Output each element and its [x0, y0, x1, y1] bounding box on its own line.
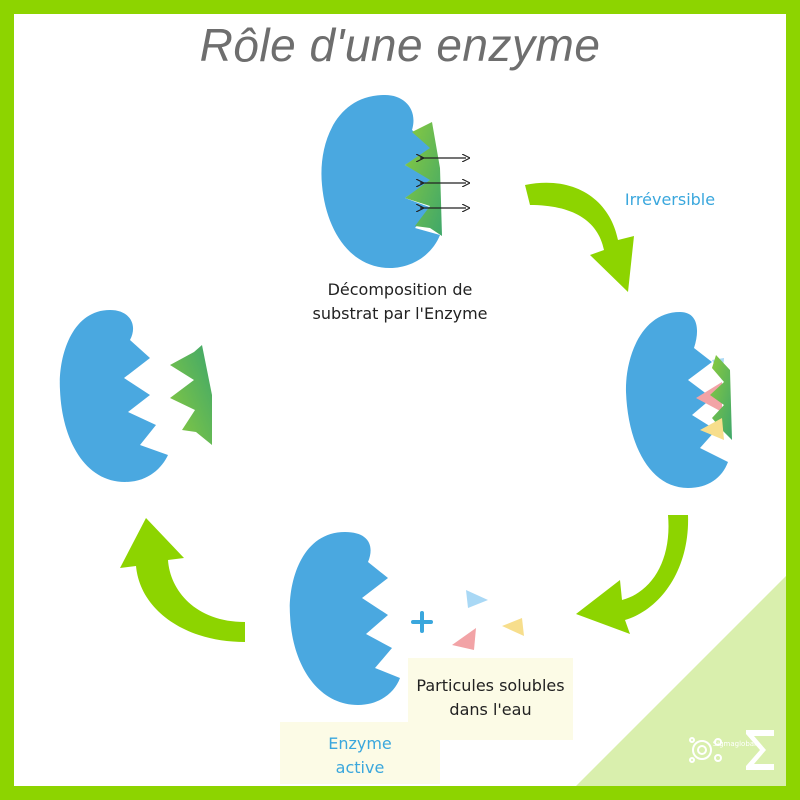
- particle-triangle: [700, 418, 724, 440]
- particle-triangle: [696, 382, 722, 412]
- enzyme-shape: [289, 532, 400, 705]
- enzyme-product-complex-right: [625, 312, 732, 488]
- enzyme-active-label: Enzyme active: [280, 732, 440, 780]
- enzyme-active-label-line2: active: [335, 758, 385, 777]
- enzyme-label-box: [280, 722, 440, 784]
- particle-triangle: [466, 590, 488, 608]
- irreversible-label: Irréversible: [624, 190, 716, 209]
- particles-label: Particules solubles dans l'eau: [408, 674, 573, 722]
- enzyme-active-label-line1: Enzyme: [328, 734, 392, 753]
- decomposition-label-line1: Décomposition de: [327, 280, 473, 299]
- decomposition-label: Décomposition de substrat par l'Enzyme: [290, 278, 510, 326]
- particles-label-line2: dans l'eau: [449, 700, 532, 719]
- particles-label-line1: Particules solubles: [416, 676, 565, 695]
- logo-text: Sigmaglobal: [712, 740, 756, 748]
- enzyme-shape: [59, 310, 169, 482]
- curved-arrow-icon: [120, 182, 689, 642]
- particle-triangle: [502, 618, 524, 636]
- substrate-shape: [170, 345, 212, 445]
- enzyme-substrate-complex-top: [321, 95, 466, 268]
- particle-triangle: [452, 628, 476, 650]
- enzyme-with-substrate-left: [59, 310, 212, 482]
- enzyme-shape: [321, 95, 440, 268]
- plus-icon: [411, 611, 433, 633]
- decomposition-label-line2: substrat par l'Enzyme: [312, 304, 488, 323]
- enzyme-shape: [625, 312, 728, 488]
- active-enzyme-bottom: [289, 532, 400, 705]
- sigma-logo-icon: [689, 730, 774, 770]
- substrate-shape: [710, 355, 732, 440]
- diagram-title: Rôle d'une enzyme: [199, 19, 601, 71]
- double-arrow-icon: [420, 158, 466, 208]
